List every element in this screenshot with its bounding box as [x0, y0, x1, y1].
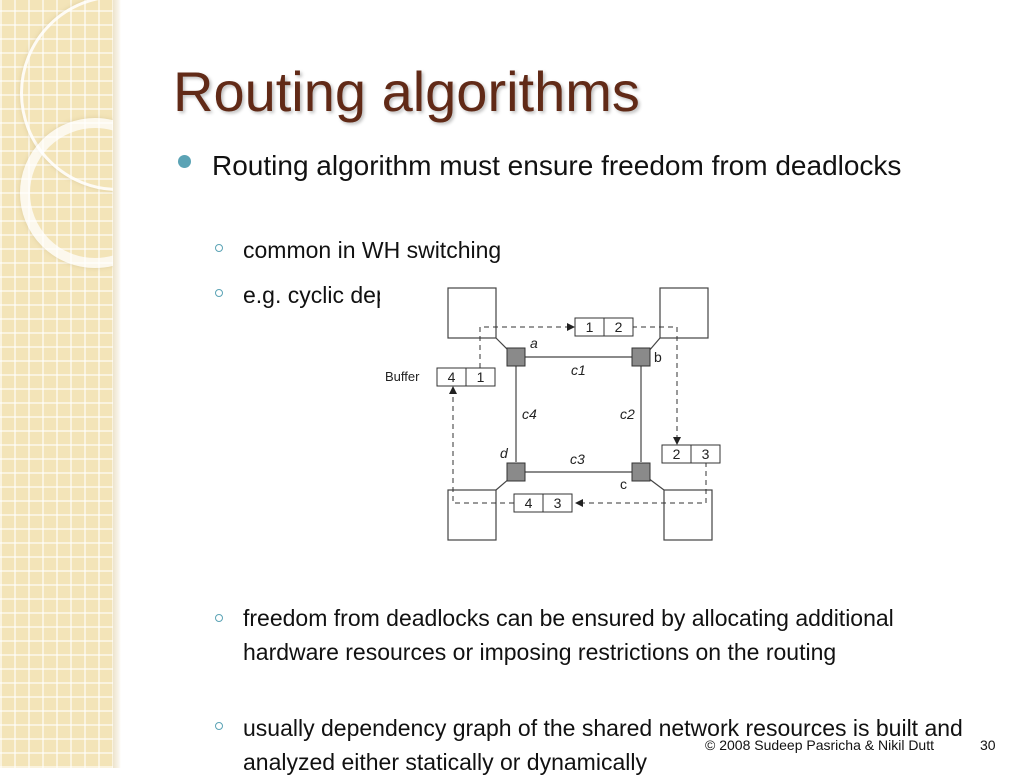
main-bullet: Routing algorithm must ensure freedom fr…: [212, 150, 902, 181]
node-box: [447, 489, 497, 541]
buffer-slot: 3: [702, 446, 710, 462]
sub-bullet-1: common in WH switching: [243, 237, 502, 263]
router-a: [506, 347, 526, 367]
buffer-left: 4 1: [436, 367, 496, 387]
slide-footer: © 2008 Sudeep Pasricha & Nikil Dutt: [705, 737, 934, 753]
buffer-slot: 1: [477, 369, 485, 385]
router-b: [631, 347, 651, 367]
buffer-top: 1 2: [574, 317, 634, 337]
node-box: [659, 287, 709, 339]
decorative-sidebar: [0, 0, 113, 768]
buffer-bottom: 4 3: [513, 493, 573, 513]
channel-label-c1: c1: [571, 362, 586, 378]
router-c: [631, 462, 651, 482]
sub-bullet-ring-icon: [215, 614, 223, 622]
router-label-b: b: [654, 349, 662, 365]
channel-label-c4: c4: [522, 406, 537, 422]
buffer-right: 2 3: [661, 444, 721, 464]
sub-bullet-4: usually dependency graph of the shared n…: [243, 715, 963, 775]
sub-bullet-ring-icon: [215, 722, 223, 730]
router-d: [506, 462, 526, 482]
buffer-label: Buffer: [385, 369, 420, 384]
sidebar-edge: [113, 0, 121, 768]
bullet-dot-icon: [178, 155, 191, 168]
router-label-a: a: [530, 335, 538, 351]
buffer-slot: 4: [448, 369, 456, 385]
slide-title: Routing algorithms: [173, 60, 640, 123]
node-box: [663, 489, 713, 541]
sub-bullet-3: freedom from deadlocks can be ensured by…: [243, 605, 894, 665]
buffer-slot: 2: [673, 446, 681, 462]
channel-label-c2: c2: [620, 406, 635, 422]
buffer-slot: 2: [615, 319, 623, 335]
sub-bullet-ring-icon: [215, 244, 223, 252]
sub-bullet-ring-icon: [215, 289, 223, 297]
node-box: [447, 287, 497, 339]
buffer-slot: 4: [525, 495, 533, 511]
router-label-d: d: [500, 445, 509, 461]
router-label-c: c: [620, 476, 627, 492]
page-number: 30: [980, 737, 996, 753]
channel-label-c3: c3: [570, 451, 585, 467]
buffer-slot: 3: [554, 495, 562, 511]
buffer-slot: 1: [586, 319, 594, 335]
deadlock-diagram: 1 2 2 3 4 3 4 1 Buffer a b c d c1 c2 c3 …: [380, 282, 730, 547]
